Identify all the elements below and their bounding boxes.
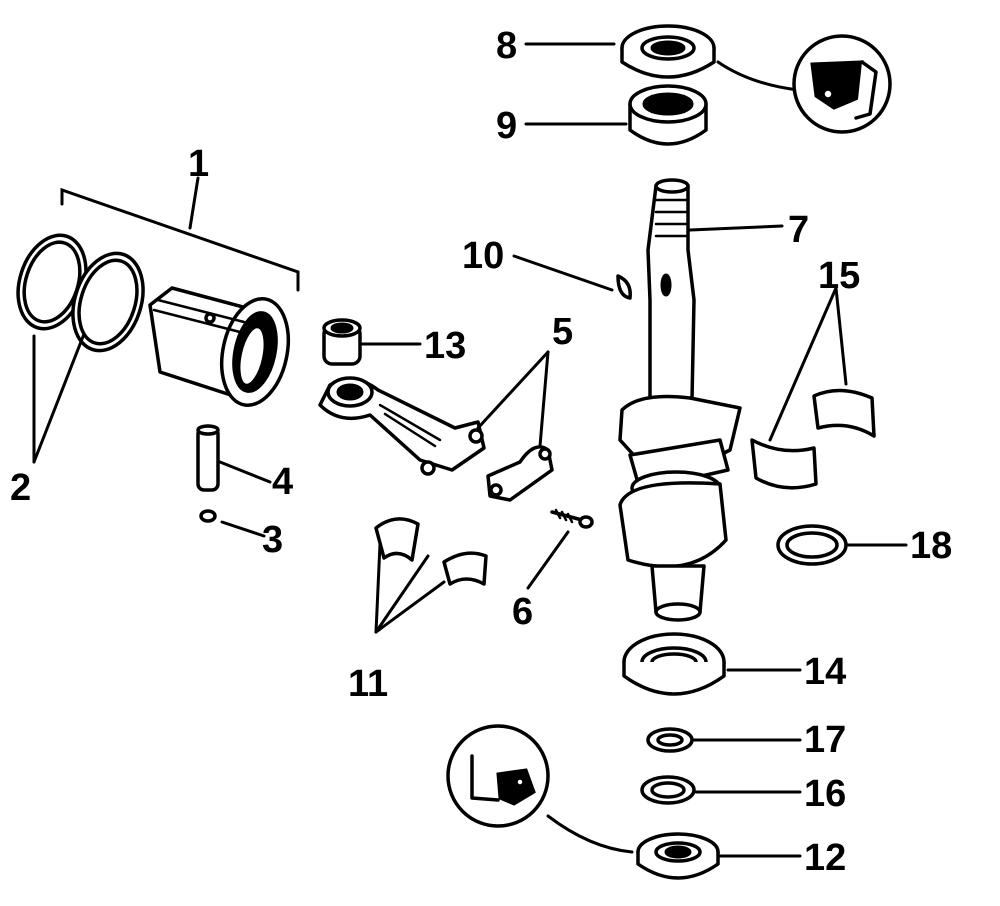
lower-seal — [636, 832, 720, 880]
thrust-washer — [646, 727, 694, 753]
callout-12: 12 — [804, 837, 846, 879]
callout-5: 5 — [552, 311, 573, 353]
callout-15: 15 — [818, 255, 860, 297]
callout-11: 11 — [348, 663, 388, 705]
callout-16: 16 — [804, 773, 846, 815]
crankshaft — [618, 178, 742, 622]
callout-14: 14 — [804, 651, 846, 693]
callout-4: 4 — [272, 461, 293, 503]
connecting-rod — [318, 376, 486, 476]
lower-seal-detail — [446, 724, 634, 854]
callout-3: 3 — [262, 519, 283, 561]
callout-6: 6 — [512, 591, 533, 633]
callout-7: 7 — [788, 209, 809, 251]
rod-cap — [486, 445, 554, 502]
upper-needle-bearing — [628, 84, 708, 146]
main-bearing-halves — [750, 388, 876, 490]
ball-bearing — [622, 632, 726, 696]
callout-18: 18 — [910, 525, 952, 567]
callout-8: 8 — [496, 25, 517, 67]
piston-rings — [16, 233, 145, 353]
leader-lines — [32, 42, 908, 858]
upper-seal-detail — [716, 34, 892, 134]
rod-bearing-halves — [374, 517, 488, 586]
callout-17: 17 — [804, 719, 846, 761]
pin-retainer — [199, 509, 217, 523]
seal-ring-18 — [776, 524, 848, 566]
wrist-pin — [196, 424, 220, 492]
callout-9: 9 — [496, 105, 517, 147]
piston-assembly-bracket — [60, 176, 300, 292]
callouts: 1 2 3 4 5 6 7 8 9 10 11 12 13 14 15 16 1… — [10, 25, 952, 879]
callout-2: 2 — [10, 467, 31, 509]
retaining-ring — [640, 775, 696, 805]
woodruff-key — [616, 274, 632, 300]
callout-1: 1 — [188, 143, 209, 185]
rod-bolt — [550, 508, 594, 529]
piston — [148, 286, 291, 407]
needle-bearing-small — [322, 318, 362, 366]
callout-13: 13 — [424, 325, 466, 367]
upper-seal — [620, 24, 716, 79]
callout-10: 10 — [462, 235, 504, 277]
